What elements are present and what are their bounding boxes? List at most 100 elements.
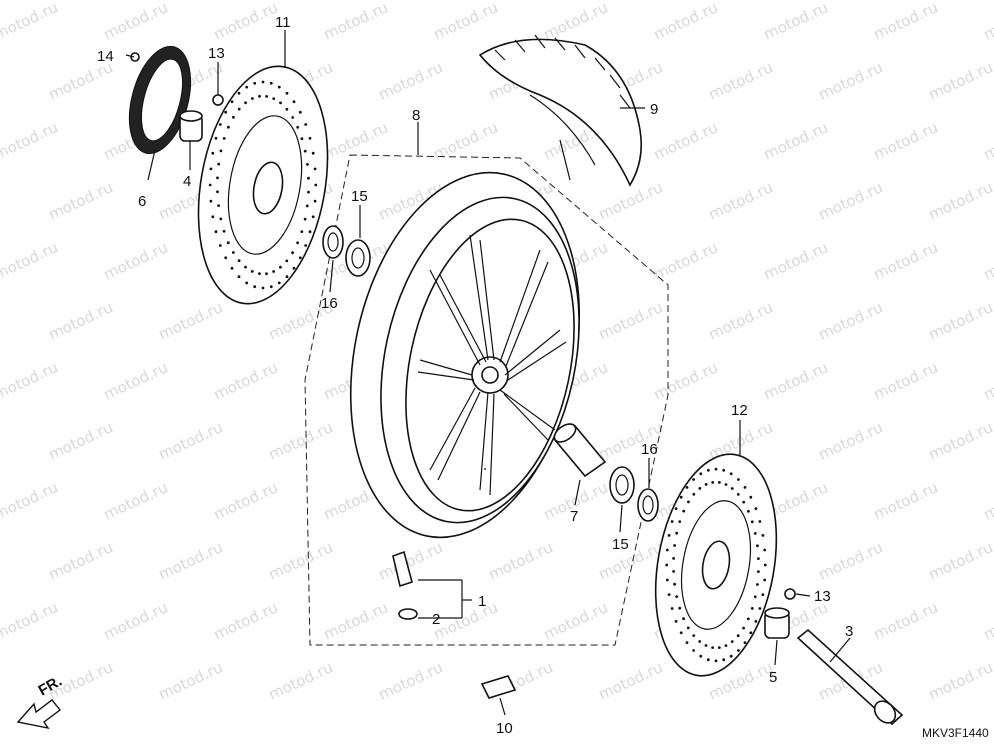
disc-hole bbox=[304, 244, 308, 247]
watermark-text: motod.ru bbox=[211, 358, 281, 403]
watermark-text: motod.ru bbox=[926, 298, 994, 343]
disc-hole bbox=[724, 483, 728, 486]
disc-hole bbox=[308, 136, 312, 140]
disc-hole bbox=[756, 583, 759, 586]
disc-hole bbox=[746, 617, 750, 621]
disc-hole bbox=[737, 478, 740, 481]
disc-hole bbox=[285, 275, 289, 279]
watermark-text: motod.ru bbox=[816, 178, 886, 223]
disc-hole bbox=[667, 593, 671, 596]
disc-hole bbox=[685, 486, 689, 489]
disc-hole bbox=[698, 640, 702, 643]
watermark-text: motod.ru bbox=[156, 298, 226, 343]
disc-hole bbox=[718, 481, 721, 484]
disc-hole bbox=[678, 520, 682, 523]
callout-9: 9 bbox=[650, 101, 658, 118]
disc-hole bbox=[277, 85, 281, 89]
disc-hole bbox=[692, 478, 695, 481]
disc-hole bbox=[224, 110, 228, 114]
disc-hole bbox=[237, 275, 241, 279]
disc-hole bbox=[269, 81, 273, 85]
disc-hole bbox=[265, 95, 268, 98]
disc-hole bbox=[717, 646, 721, 649]
disc-hole bbox=[298, 110, 302, 114]
disc-hole bbox=[672, 557, 675, 560]
disc-hole bbox=[311, 151, 315, 155]
disc-hole bbox=[763, 578, 767, 582]
disc-hole bbox=[714, 659, 718, 663]
watermark-text: motod.ru bbox=[46, 418, 116, 463]
watermark-text: motod.ru bbox=[981, 478, 994, 523]
oil-seal-16a bbox=[322, 225, 344, 259]
callout-13-top: 13 bbox=[208, 45, 225, 62]
disc-hole bbox=[214, 230, 218, 234]
oil-seal-16b bbox=[637, 488, 659, 522]
disc-hole bbox=[296, 125, 300, 129]
disc-hole bbox=[217, 162, 221, 166]
watermark-text: motod.ru bbox=[46, 298, 116, 343]
watermark-text: motod.ru bbox=[871, 118, 941, 163]
disc-hole bbox=[291, 116, 295, 119]
disc-hole bbox=[279, 101, 282, 105]
disc-hole bbox=[753, 532, 757, 535]
watermark-text: motod.ru bbox=[46, 538, 116, 583]
disc-hole bbox=[753, 595, 757, 599]
disc-hole bbox=[279, 265, 282, 269]
disc-hole bbox=[706, 658, 710, 662]
watermark-text: motod.ru bbox=[871, 478, 941, 523]
disc-hole bbox=[227, 125, 230, 129]
watermark-text: motod.ru bbox=[321, 598, 391, 643]
disc-hole bbox=[670, 607, 674, 610]
disc-hole bbox=[761, 593, 765, 596]
disc-hole bbox=[308, 230, 312, 234]
callout-16-right: 16 bbox=[641, 441, 658, 458]
disc-hole bbox=[750, 607, 754, 610]
disc-hole bbox=[253, 81, 257, 85]
disc-hole bbox=[749, 631, 753, 635]
disc-hole bbox=[292, 100, 296, 104]
watermark-text: motod.ru bbox=[211, 598, 281, 643]
disc-hole bbox=[265, 272, 268, 276]
assembly-boundary bbox=[304, 154, 669, 646]
callout-14: 14 bbox=[97, 48, 114, 65]
disc-hole bbox=[763, 563, 767, 567]
disc-hole bbox=[699, 654, 703, 658]
disc-hole bbox=[313, 167, 317, 171]
watermark-text: motod.ru bbox=[596, 658, 666, 703]
watermark-text: motod.ru bbox=[761, 0, 831, 44]
disc-hole bbox=[687, 500, 690, 504]
disc-hole bbox=[237, 259, 241, 263]
watermark-text: motod.ru bbox=[101, 0, 171, 44]
disc-hole bbox=[729, 654, 733, 658]
disc-hole bbox=[665, 563, 669, 567]
watermark-text: motod.ru bbox=[266, 418, 336, 463]
disc-hole bbox=[218, 244, 222, 247]
disc-hole bbox=[756, 544, 759, 548]
watermark-text: motod.ru bbox=[981, 118, 994, 163]
disc-hole bbox=[209, 199, 213, 203]
disc-hole bbox=[296, 241, 299, 245]
leader-lines bbox=[125, 30, 851, 716]
disc-hole bbox=[665, 548, 669, 552]
disc-hole bbox=[261, 286, 265, 290]
disc-hole bbox=[763, 548, 767, 552]
disc-hole bbox=[679, 631, 683, 635]
drawing-code: MKV3F1440 bbox=[922, 726, 989, 740]
callout-10: 10 bbox=[496, 720, 513, 737]
disc-hole bbox=[298, 256, 302, 260]
disc-hole bbox=[218, 123, 222, 126]
disc-hole bbox=[226, 241, 230, 245]
watermark-text: motod.ru bbox=[266, 658, 336, 703]
disc-hole bbox=[672, 570, 675, 573]
watermark-text: motod.ru bbox=[871, 598, 941, 643]
callout-16-top: 16 bbox=[321, 295, 338, 312]
disc-hole bbox=[314, 183, 318, 187]
disc-hole bbox=[219, 149, 223, 153]
wheel-rim bbox=[349, 171, 581, 539]
disc-hole bbox=[251, 97, 254, 100]
watermark-text: motod.ru bbox=[211, 0, 281, 44]
bolt-13-right bbox=[784, 588, 796, 600]
watermark-text: motod.ru bbox=[816, 418, 886, 463]
watermark-text: motod.ru bbox=[541, 0, 611, 44]
disc-hole bbox=[217, 204, 221, 208]
